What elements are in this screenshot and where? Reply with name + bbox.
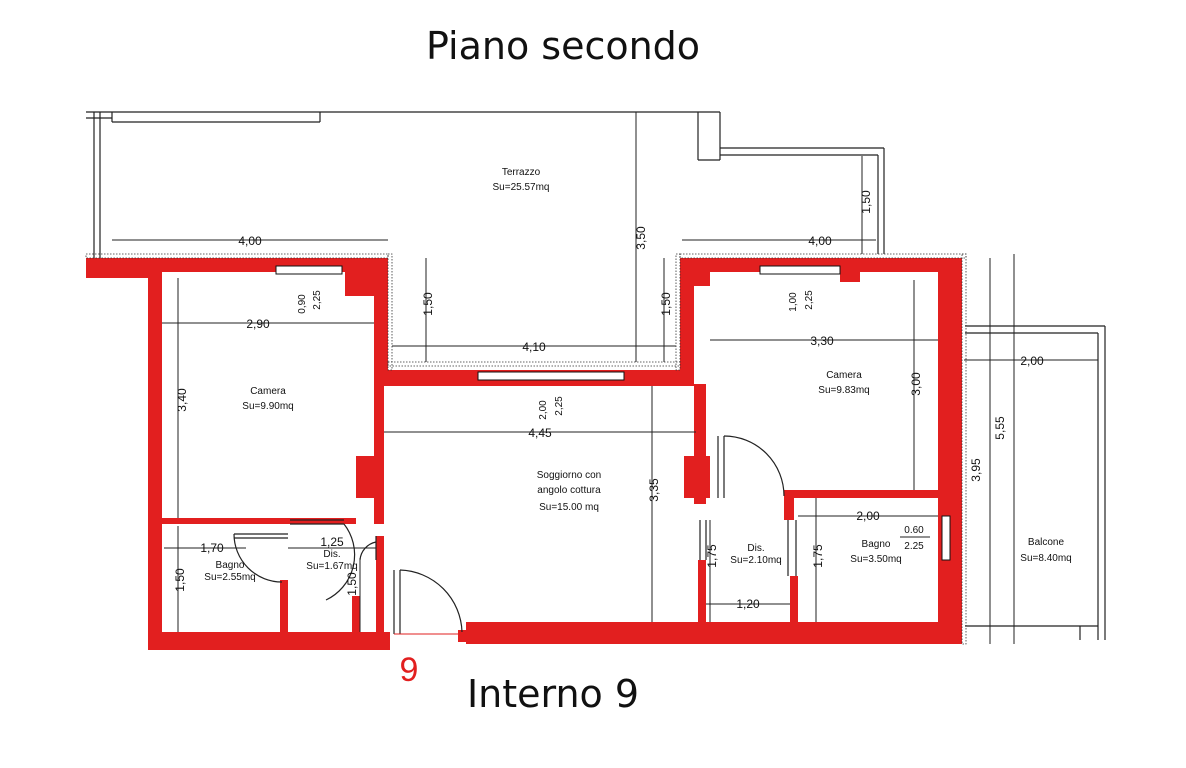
dim-notch-left: 1,50 — [421, 292, 435, 316]
dim-camera-right-depth: 3,00 — [909, 372, 923, 396]
room-bagno-left-area: Su=2.55mq — [204, 572, 255, 583]
dim-balcone-depth: 3,95 — [969, 458, 983, 482]
dim-notch-right: 1,50 — [659, 292, 673, 316]
room-camera-left-area: Su=9.90mq — [242, 401, 293, 412]
room-camera-right-area: Su=9.83mq — [818, 385, 869, 396]
dim-camera-right-window-w: 2,25 — [804, 290, 815, 310]
dim-bagno-right-window-h: 0.60 — [904, 525, 924, 536]
dim-bagno-left-depth: 1,50 — [173, 568, 187, 592]
dim-notch-width: 4,10 — [522, 340, 546, 354]
room-dis-left-name: Dis. — [323, 549, 340, 560]
dim-soggiorno-window-h: 2,00 — [538, 400, 549, 420]
room-dis-right-name: Dis. — [747, 543, 764, 554]
dim-dis-left-depth: 1,50 — [345, 572, 359, 596]
dim-bagno-right-window-w: 2.25 — [904, 541, 924, 552]
room-bagno-right-area: Su=3.50mq — [850, 554, 901, 565]
dim-terrace-right-depth: 1,50 — [859, 190, 873, 214]
page-subtitle: Interno 9 — [466, 672, 640, 716]
dim-soggiorno-width: 4,45 — [528, 426, 552, 440]
room-camera-left-name: Camera — [250, 386, 286, 397]
dim-camera-left-width: 2,90 — [246, 317, 270, 331]
room-camera-right-name: Camera — [826, 370, 862, 381]
room-dis-right-area: Su=2.10mq — [730, 555, 781, 566]
dim-bagno-right-width: 2,00 — [856, 509, 880, 523]
room-balcone-area: Su=8.40mq — [1020, 553, 1071, 564]
room-bagno-left-name: Bagno — [216, 560, 245, 571]
room-soggiorno-name-2: angolo cottura — [537, 485, 601, 496]
dim-bagno-left-width: 1,70 — [200, 541, 224, 555]
insulation-hatch — [85, 253, 967, 645]
dim-soggiorno-depth: 3,35 — [647, 478, 661, 502]
room-balcone-name: Balcone — [1028, 537, 1065, 548]
dim-balcone-width: 2,00 — [1020, 354, 1044, 368]
plan-background — [62, 92, 1128, 690]
room-dis-left-area: Su=1.67mq — [306, 561, 357, 572]
dim-terrace-left-width: 4,00 — [238, 234, 262, 248]
dim-bagno-right-depth: 1,75 — [811, 544, 825, 568]
dim-terrace-right-width: 4,00 — [808, 234, 832, 248]
dim-terrace-depth: 3,50 — [634, 226, 648, 250]
dim-dis-right-width: 1,20 — [736, 597, 760, 611]
unit-number: 9 — [400, 651, 419, 689]
doors — [233, 435, 797, 635]
dim-camera-left-depth: 3,40 — [175, 388, 189, 412]
dim-soggiorno-window-w: 2,25 — [554, 396, 565, 416]
dim-balcone-total: 5,55 — [993, 416, 1007, 440]
dim-camera-right-width: 3,30 — [810, 334, 834, 348]
dim-dis-left-width: 1,25 — [320, 535, 344, 549]
terrace-outline — [86, 111, 1106, 640]
page-title: Piano secondo — [425, 24, 701, 68]
dim-camera-right-window-h: 1,00 — [788, 292, 799, 312]
room-soggiorno-name: Soggiorno con — [537, 470, 602, 481]
dim-camera-left-window-w: 2,25 — [312, 290, 323, 310]
dim-dis-right-depth: 1,75 — [705, 544, 719, 568]
room-terrazzo-name: Terrazzo — [502, 167, 541, 178]
dimension-lines — [112, 112, 1098, 644]
dim-camera-left-window-h: 0,90 — [297, 294, 308, 314]
room-soggiorno-area: Su=15.00 mq — [539, 502, 599, 513]
room-terrazzo-area: Su=25.57mq — [493, 182, 550, 193]
room-bagno-right-name: Bagno — [862, 539, 891, 550]
windows — [275, 265, 951, 561]
